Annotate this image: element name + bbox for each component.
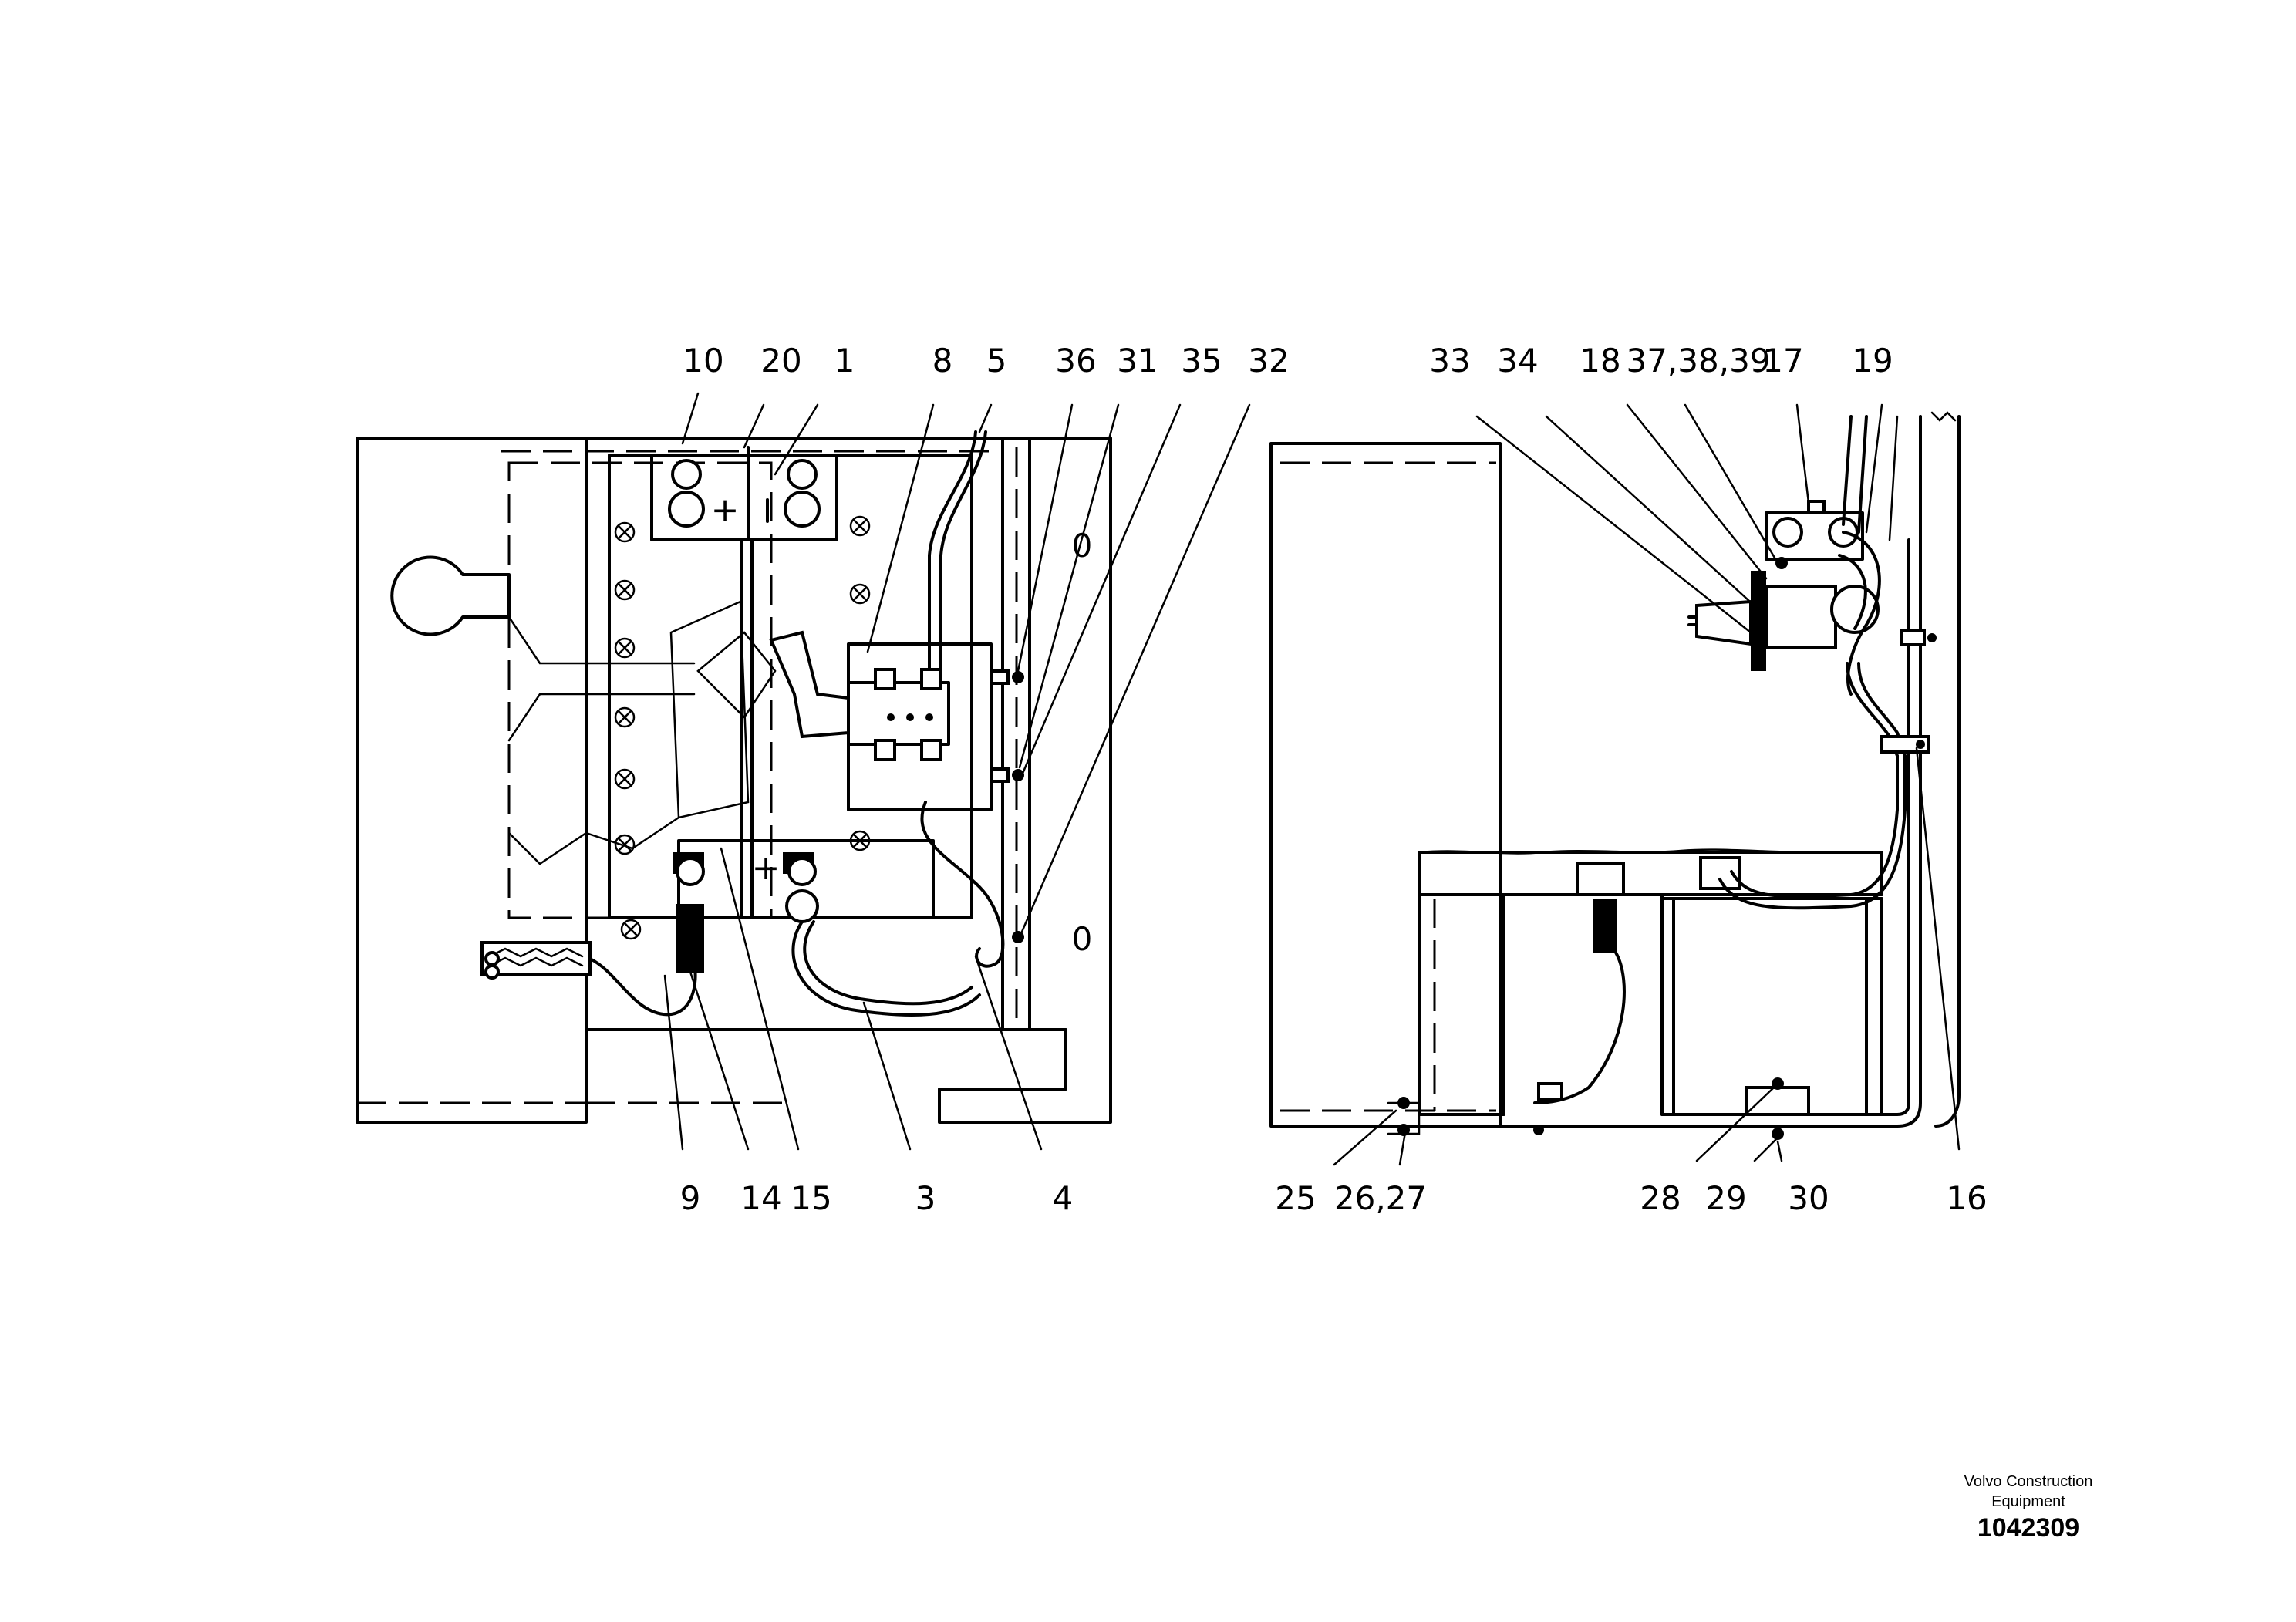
- document-number: 1042309: [1977, 1513, 2080, 1543]
- zero-mark-lower: 0: [1072, 920, 1093, 958]
- label-10: 10: [683, 342, 723, 379]
- terminal-plus-top: +: [711, 491, 740, 530]
- label-25: 25: [1275, 1179, 1316, 1217]
- company-name: Volvo Construction Equipment: [1928, 1472, 2129, 1512]
- label-26-27: 26,27: [1334, 1179, 1427, 1217]
- label-14: 14: [740, 1179, 781, 1217]
- company-line-2: Equipment: [1991, 1493, 2065, 1510]
- label-17: 17: [1762, 342, 1803, 379]
- label-9: 9: [680, 1179, 701, 1217]
- label-18: 18: [1580, 342, 1620, 379]
- label-19: 19: [1852, 342, 1893, 379]
- main-switch-block: [847, 642, 993, 811]
- terminal-plus-bottom: +: [752, 848, 781, 888]
- zero-mark-upper: 0: [1072, 527, 1093, 565]
- keyhole-cutout: [390, 555, 511, 636]
- battery-screws: [614, 515, 871, 855]
- label-20: 20: [760, 342, 801, 379]
- label-33: 33: [1429, 342, 1470, 379]
- label-28: 28: [1640, 1179, 1681, 1217]
- label-8: 8: [932, 342, 953, 379]
- company-line-1: Volvo Construction: [1964, 1473, 2093, 1490]
- label-16: 16: [1946, 1179, 1987, 1217]
- label-34: 34: [1497, 342, 1538, 379]
- label-36: 36: [1055, 342, 1096, 379]
- label-1: 1: [834, 342, 855, 379]
- side-housing-outline: [1269, 442, 1502, 1128]
- leader-lines: [663, 392, 1961, 1166]
- label-29: 29: [1705, 1179, 1746, 1217]
- label-31: 31: [1117, 342, 1158, 379]
- label-4: 4: [1053, 1179, 1074, 1217]
- label-37-38-39: 37,38,39: [1626, 342, 1770, 379]
- label-15: 15: [791, 1179, 831, 1217]
- label-32: 32: [1248, 342, 1289, 379]
- part-number-labels: 10 20 1 8 5 36 31 35 32 33 34 18 37,38,3…: [680, 342, 1988, 1217]
- label-35: 35: [1181, 342, 1222, 379]
- housing-outline: [356, 437, 1112, 1124]
- label-3: 3: [915, 1179, 936, 1217]
- label-30: 30: [1788, 1179, 1829, 1217]
- label-5: 5: [986, 342, 1007, 379]
- side-view-battery-box: [1269, 411, 1961, 1140]
